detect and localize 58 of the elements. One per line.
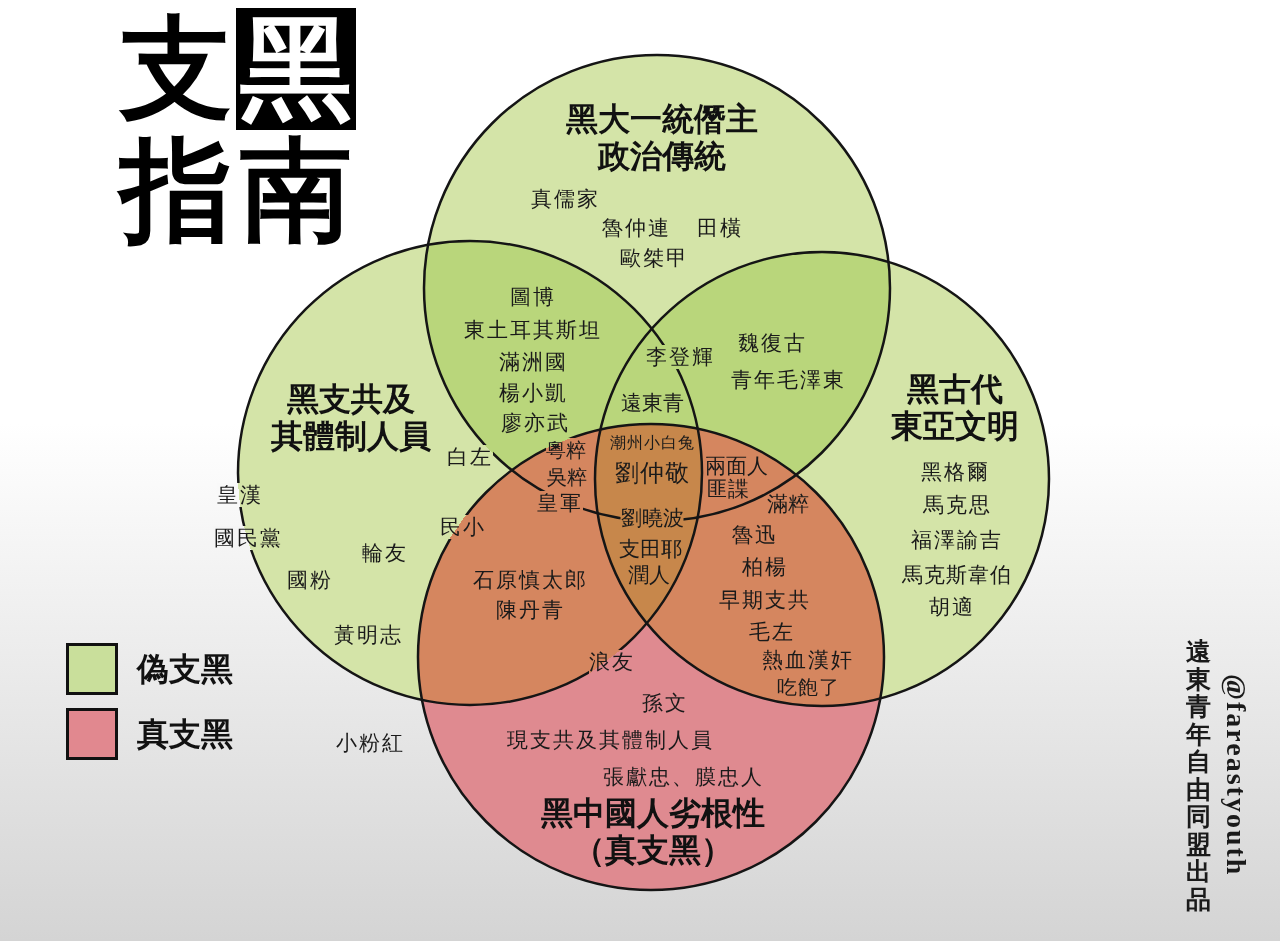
- item-label: 青年毛澤東: [730, 368, 846, 392]
- item-label: 皇軍: [537, 491, 583, 515]
- item-label: 民小: [440, 515, 486, 539]
- item-label: 田橫: [697, 216, 743, 240]
- item-label: 支田耶: [618, 537, 682, 561]
- item-label: 兩面人: [704, 454, 768, 478]
- item-label: 浪友: [589, 650, 635, 674]
- circle-heading: 黑大一統僭主政治傳統: [566, 101, 758, 175]
- item-label: 現支共及其體制人員: [506, 728, 714, 752]
- item-label: 陳丹青: [495, 598, 565, 622]
- item-label: 魏復古: [737, 331, 807, 355]
- item-label: 熱血漢奸: [762, 648, 854, 672]
- item-label: 胡適: [929, 595, 975, 619]
- item-label: 小粉紅: [335, 731, 405, 755]
- item-label: 魯仲連: [601, 216, 671, 240]
- item-label: 毛左: [749, 620, 795, 644]
- item-label: 國民黨: [213, 526, 283, 550]
- item-label: 潮州小白兔: [609, 433, 695, 453]
- item-label: 東土耳其斯坦: [464, 318, 602, 342]
- item-label: 白左: [447, 445, 493, 469]
- item-label: 潤人: [628, 563, 670, 587]
- credit-text: @fareastyouth: [1222, 674, 1250, 877]
- diagram-title: 支黑指南: [116, 8, 356, 252]
- item-label: 圖博: [510, 285, 556, 309]
- item-label: 福澤諭吉: [911, 528, 1003, 552]
- item-label: 真儒家: [530, 187, 600, 211]
- credit-text: 遠東青年自由同盟出品: [1186, 638, 1211, 913]
- item-label: 匪諜: [707, 477, 749, 501]
- item-label: 劉仲敬: [614, 461, 690, 485]
- item-label: 馬克斯韋伯: [902, 563, 1012, 587]
- legend-label: 真支黑: [137, 714, 233, 754]
- item-label: 劉曉波: [620, 506, 684, 530]
- item-label: 吳粹: [547, 465, 587, 489]
- item-label: 遠東青: [620, 391, 684, 415]
- item-label: 滿粹: [767, 492, 809, 516]
- item-label: 歐桀甲: [619, 246, 689, 270]
- circle-heading: 黑中國人劣根性（真支黑）: [541, 795, 765, 869]
- item-label: 石原慎太郎: [472, 568, 588, 592]
- item-label: 楊小凱: [498, 381, 568, 405]
- item-label: 皇漢: [217, 483, 263, 507]
- item-label: 吃飽了: [776, 675, 840, 699]
- item-label: 粵粹: [546, 438, 586, 462]
- item-label: 張獻忠、膜忠人: [602, 765, 764, 789]
- item-label: 黑格爾: [920, 460, 990, 484]
- item-label: 李登輝: [645, 345, 715, 369]
- item-label: 孫文: [642, 691, 688, 715]
- item-label: 黃明志: [333, 623, 403, 647]
- item-label: 柏楊: [742, 555, 788, 579]
- circle-heading: 黑支共及其體制人員: [271, 381, 431, 455]
- item-label: 馬克思: [922, 493, 992, 517]
- circle-heading: 黑古代東亞文明: [891, 371, 1019, 445]
- item-label: 滿洲國: [498, 350, 568, 374]
- item-label: 國粉: [287, 568, 333, 592]
- legend-label: 偽支黑: [137, 649, 233, 689]
- item-label: 輪友: [362, 541, 408, 565]
- item-label: 魯迅: [732, 523, 778, 547]
- item-label: 早期支共: [719, 588, 811, 612]
- item-label: 廖亦武: [500, 411, 570, 435]
